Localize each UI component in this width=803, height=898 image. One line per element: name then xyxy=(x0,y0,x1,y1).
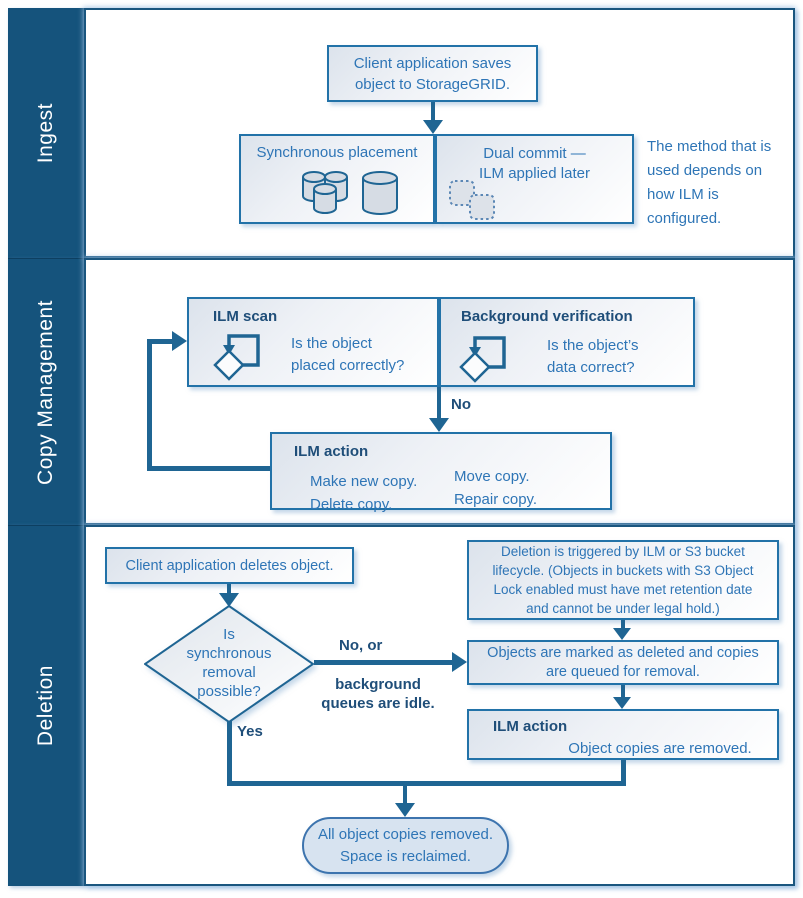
ingest-panel: Client application saves object to Stora… xyxy=(84,8,795,258)
deletion-panel: Client application deletes object. Is sy… xyxy=(84,525,795,886)
section-label-deletion: Deletion xyxy=(8,525,84,886)
method-note: The method that is used depends on how I… xyxy=(647,138,772,227)
client-save-box: Client application saves object to Stora… xyxy=(327,45,538,102)
ilm-scan-title: ILM scan xyxy=(213,308,278,325)
ilm-scan-question: Is the object placed correctly? xyxy=(291,335,405,374)
loopback-line xyxy=(147,339,152,471)
ilm-action-removal-title: ILM action xyxy=(493,718,568,735)
section-ingest: Ingest Client application saves object t… xyxy=(8,8,795,258)
ingest-label: Ingest xyxy=(34,102,57,164)
section-deletion: Deletion Client application deletes obje… xyxy=(8,525,795,886)
arrow-down-icon xyxy=(423,120,443,134)
marked-deleted-text: Objects are marked as deleted and copies… xyxy=(487,644,759,680)
yes-label: Yes xyxy=(237,723,263,740)
client-save-text: Client application saves object to Stora… xyxy=(353,54,512,93)
connector-line xyxy=(227,584,231,595)
client-delete-text: Client application deletes object. xyxy=(125,557,334,574)
ilm-action-removal-box: ILM action Object copies are removed. xyxy=(467,709,779,760)
connector-line xyxy=(621,685,625,697)
arrow-down-icon xyxy=(395,803,415,817)
yes-branch-line xyxy=(227,721,232,786)
ilm-actions-col1: Make new copy. Delete copy. xyxy=(310,473,418,513)
connector-line xyxy=(431,102,435,122)
ilm-action-box: ILM action Make new copy. Delete copy. M… xyxy=(270,432,612,513)
decision-question: Is synchronous removal possible? xyxy=(186,626,272,700)
connector-line xyxy=(621,620,625,630)
arrow-down-icon xyxy=(613,697,631,709)
arrow-down-icon xyxy=(219,593,239,607)
ilm-scan-box: ILM scan Is the object placed correctly? xyxy=(187,297,439,387)
ilm-actions-col2: Move copy. Repair copy. xyxy=(454,468,538,508)
merge-line xyxy=(227,781,626,786)
deletion-trigger-text: Deletion is triggered by ILM or S3 bucke… xyxy=(492,544,754,616)
no-branch-line xyxy=(314,660,455,665)
background-verification-question: Is the object’s data correct? xyxy=(547,337,639,376)
scan-loop-icon xyxy=(213,334,260,381)
section-label-copy-management: Copy Management xyxy=(8,258,84,525)
section-label-ingest: Ingest xyxy=(8,8,84,258)
background-verification-title: Background verification xyxy=(461,308,633,325)
copy-management-label: Copy Management xyxy=(34,299,57,485)
background-verification-box: Background verification Is the object’s … xyxy=(439,297,695,387)
ilm-action-title: ILM action xyxy=(294,443,369,460)
loopback-line xyxy=(147,466,270,471)
loopback-line xyxy=(147,339,174,344)
dual-commit-box: Dual commit — ILM applied later xyxy=(435,134,634,224)
terminal-node: All object copies removed. Space is recl… xyxy=(302,817,509,874)
arrow-right-icon xyxy=(172,331,187,351)
ilm-action-removal-text: Object copies are removed. xyxy=(568,740,752,757)
connector-line xyxy=(437,387,441,418)
deletion-trigger-box: Deletion is triggered by ILM or S3 bucke… xyxy=(467,540,779,620)
arrow-down-icon xyxy=(613,628,631,640)
background-queues-label: background queues are idle. xyxy=(321,676,435,712)
copy-management-panel: ILM scan Is the object placed correctly?… xyxy=(84,258,795,525)
dual-commit-icon xyxy=(449,180,495,220)
terminal-text: All object copies removed. Space is recl… xyxy=(317,825,494,865)
no-or-label: No, or xyxy=(339,637,383,654)
storage-cylinders-icon xyxy=(302,171,398,215)
arrow-right-icon xyxy=(452,652,467,672)
sync-placement-box: Synchronous placement xyxy=(239,134,435,224)
connector-line xyxy=(403,786,407,803)
sync-placement-label: Synchronous placement xyxy=(256,144,418,161)
client-delete-box: Client application deletes object. xyxy=(105,547,354,584)
no-label: No xyxy=(451,396,471,413)
deletion-label: Deletion xyxy=(34,665,57,747)
marked-deleted-box: Objects are marked as deleted and copies… xyxy=(467,640,779,685)
verify-loop-icon xyxy=(459,336,506,383)
connector-line xyxy=(621,760,626,786)
dual-commit-label: Dual commit — ILM applied later xyxy=(479,145,590,182)
arrow-down-icon xyxy=(429,418,449,432)
section-copy-management: Copy Management ILM scan Is the object p… xyxy=(8,258,795,525)
